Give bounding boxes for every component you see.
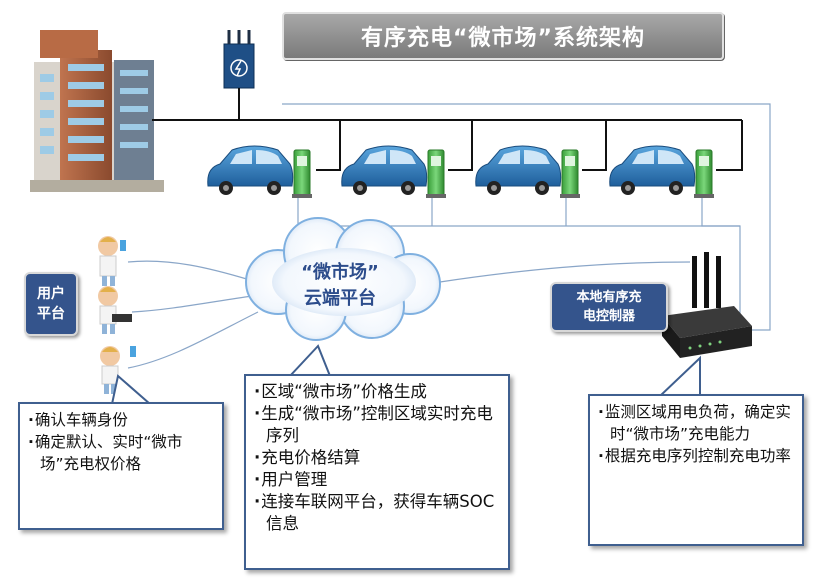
list-item: 确定默认、实时“微市场”充电权价格 [28, 431, 214, 475]
page-title: 有序充电“微市场”系统架构 [282, 12, 724, 60]
callout-pointer-user [110, 374, 153, 405]
list-item: 生成“微市场”控制区域实时充电序列 [254, 403, 500, 447]
list-item: 连接车联网平台，获得车辆SOC信息 [254, 491, 500, 535]
list-item: 根据充电序列控制充电功率 [598, 445, 794, 467]
cloud-label-line1: “微市场” [301, 262, 379, 283]
local-controller-box: 本地有序充 电控制器 [550, 282, 668, 332]
charging-station-icon [292, 149, 312, 198]
cloud-info-box: 区域“微市场”价格生成 生成“微市场”控制区域实时充电序列 充电价格结算 用户管… [244, 374, 510, 570]
controller-device-icon [662, 252, 752, 358]
user-phone-icon [100, 346, 136, 394]
ev-car-icon [207, 145, 294, 195]
communication-lines [127, 103, 771, 369]
user-info-box: 确认车辆身份 确定默认、实时“微市场”充电权价格 [18, 402, 224, 530]
local-controller-label: 本地有序充 电控制器 [576, 290, 642, 324]
charging-station-icon [426, 149, 446, 198]
cloud-icon [245, 217, 441, 341]
ev-car-icon [341, 145, 428, 195]
ev-car-icon [609, 145, 696, 195]
list-item: 监测区域用电负荷，确定实时“微市场”充电能力 [598, 401, 794, 445]
ev-group [207, 145, 714, 198]
callout-pointer-cloud [287, 344, 332, 377]
cloud-label-line2: 云端平台 [304, 288, 376, 309]
list-item: 用户管理 [254, 469, 500, 491]
user-platform-label: 用户 平台 [37, 286, 65, 322]
user-platform-box: 用户 平台 [24, 272, 78, 336]
charging-station-icon [694, 149, 714, 198]
list-item: 区域“微市场”价格生成 [254, 381, 500, 403]
transformer-icon [223, 30, 255, 89]
ev-car-icon [475, 145, 562, 195]
user-laptop-icon [98, 286, 132, 334]
controller-info-box: 监测区域用电负荷，确定实时“微市场”充电能力 根据充电序列控制充电功率 [588, 394, 804, 546]
list-item: 确认车辆身份 [28, 409, 214, 431]
cloud-platform-label: “微市场” 云端平台 [250, 260, 430, 312]
building-icon [30, 30, 164, 192]
callout-pointer-controller [657, 355, 701, 397]
list-item: 充电价格结算 [254, 447, 500, 469]
user-person-icon [98, 236, 126, 286]
charging-station-icon [560, 149, 580, 198]
power-bus [152, 88, 743, 171]
